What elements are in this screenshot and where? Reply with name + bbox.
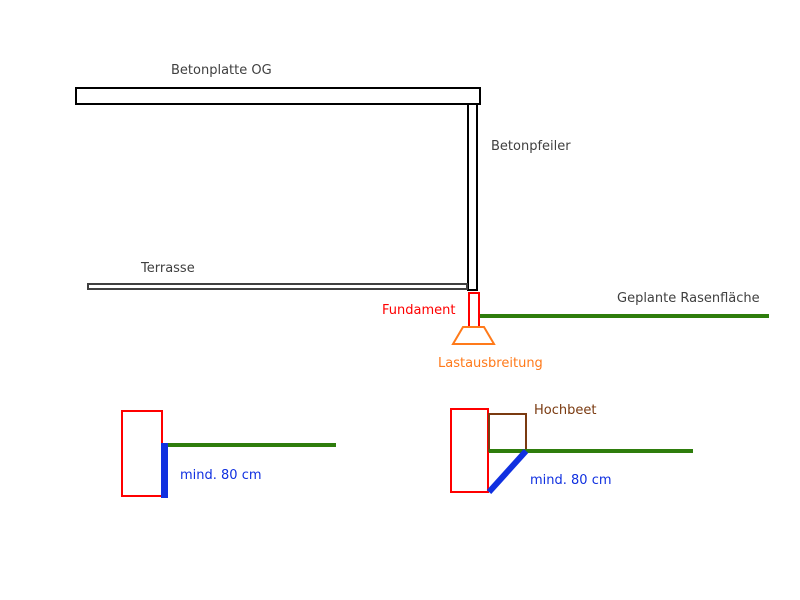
label-betonplatte: Betonplatte OG [171, 63, 272, 78]
depth-line-right [486, 448, 529, 495]
label-rasenflaeche: Geplante Rasenfläche [617, 291, 760, 306]
lastausbreitung-shape [451, 326, 496, 345]
betonplatte-og [75, 87, 481, 105]
fundament-left [121, 410, 163, 497]
depth-bar-left [161, 443, 168, 498]
label-lastausbreitung: Lastausbreitung [438, 356, 543, 371]
fundament [468, 292, 480, 328]
label-betonpfeiler: Betonpfeiler [491, 139, 571, 154]
fundament-right [450, 408, 489, 493]
label-terrasse: Terrasse [140, 261, 195, 276]
terrasse [87, 283, 468, 290]
hochbeet-box [488, 413, 527, 452]
label-mind-left: mind. 80 cm [180, 468, 262, 483]
label-hochbeet: Hochbeet [534, 403, 596, 418]
betonpfeiler [467, 103, 478, 291]
label-mind-right: mind. 80 cm [530, 473, 612, 488]
label-fundament: Fundament [382, 303, 455, 318]
